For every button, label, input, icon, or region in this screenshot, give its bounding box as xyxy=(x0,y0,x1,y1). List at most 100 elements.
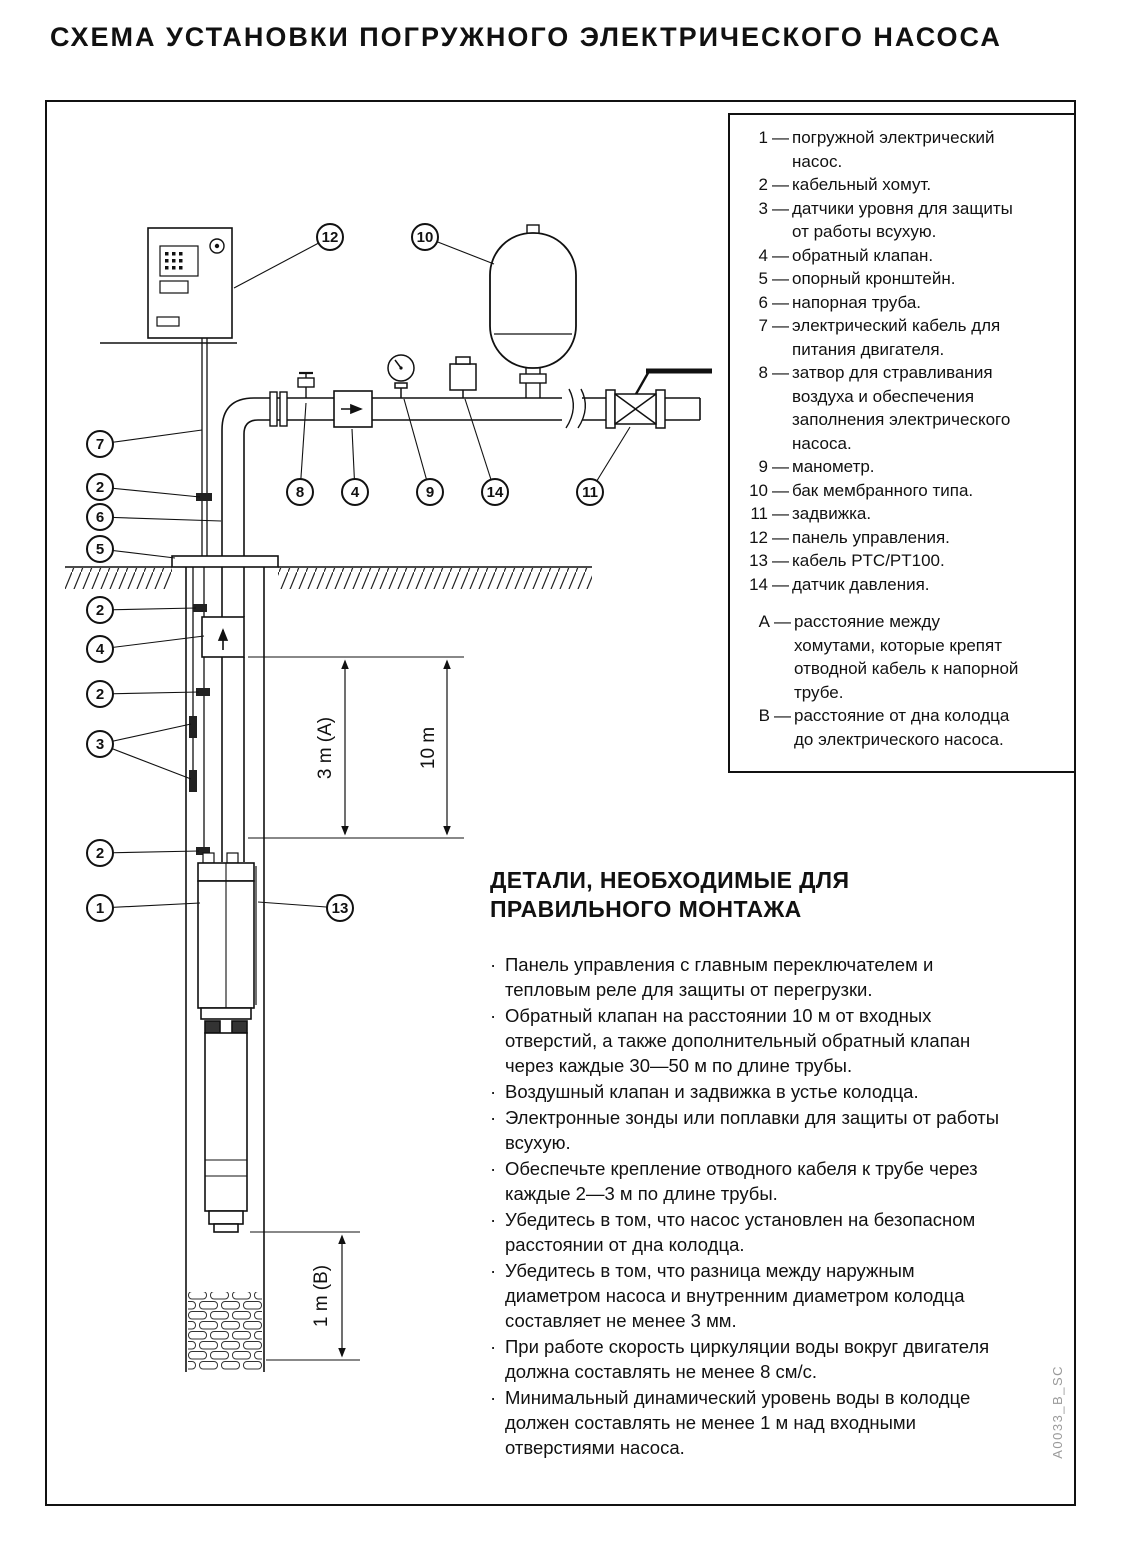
details-heading: ДЕТАЛИ, НЕОБХОДИМЫЕ ДЛЯ ПРАВИЛЬНОГО МОНТ… xyxy=(490,867,850,922)
bullet-marker: · xyxy=(490,1336,497,1357)
legend-item: 13 — кабель PTC/PT100. xyxy=(742,549,1066,573)
legend-note-letter: В xyxy=(758,706,770,725)
legend-item: 14 — датчик давления. xyxy=(742,573,1066,597)
legend-note-dash: — xyxy=(774,706,791,725)
detail-text: Обратный клапан на расстоянии 10 м от вх… xyxy=(505,1005,971,1076)
gravel-bed xyxy=(188,1292,262,1370)
legend-list: 1 — погружной электрический насос. 2 — к… xyxy=(742,126,1066,596)
legend-item-text: опорный кронштейн. xyxy=(792,269,956,288)
legend-item-number: 6 xyxy=(758,292,768,312)
bullet-marker: · xyxy=(490,1158,497,1179)
legend-item-text: кабельный хомут. xyxy=(792,175,932,194)
legend-item-number: 4 xyxy=(758,245,768,265)
legend-item-dash: — xyxy=(772,198,789,218)
legend-item-number: 2 xyxy=(758,175,768,194)
legend-item-number: 13 xyxy=(749,551,768,570)
detail-text: Электронные зонды или поплавки для защит… xyxy=(505,1107,999,1153)
legend-item-text: обратный клапан. xyxy=(792,245,934,265)
membrane-tank xyxy=(489,224,577,398)
detail-item: · Обратный клапан на расстоянии 10 м от … xyxy=(490,1003,1070,1078)
legend-item-number: 7 xyxy=(758,316,768,335)
legend-item-text: напорная труба. xyxy=(792,292,921,312)
legend-item: 2 — кабельный хомут. xyxy=(742,173,1066,197)
details-list: · Панель управления с главным переключат… xyxy=(490,952,1070,1460)
legend-note-letter: А xyxy=(758,612,770,631)
legend-item: 7 — электрический кабель для питания дви… xyxy=(742,314,1066,361)
legend-item-text: датчики уровня для защиты от работы всух… xyxy=(792,198,1013,242)
legend-note-text: расстояние от дна колодца до электрическ… xyxy=(794,706,1010,749)
check-valve-top xyxy=(333,390,373,428)
legend-item: 1 — погружной электрический насос. xyxy=(742,126,1066,173)
detail-item: · При работе скорость циркуляции воды во… xyxy=(490,1334,1070,1384)
detail-text: Минимальный динамический уровень воды в … xyxy=(505,1387,971,1458)
legend-item-number: 3 xyxy=(758,198,768,218)
legend-item-dash: — xyxy=(772,504,789,523)
detail-item: · Панель управления с главным переключат… xyxy=(490,952,1070,1002)
legend-item-dash: — xyxy=(772,457,789,476)
gate-valve xyxy=(605,368,712,429)
legend-item: 3 — датчики уровня для защиты от работы … xyxy=(742,197,1066,244)
detail-item: · Воздушный клапан и задвижка в устье ко… xyxy=(490,1079,1070,1104)
pipe-flange xyxy=(269,391,288,427)
check-valve-well xyxy=(201,616,245,658)
legend-item: 9 — манометр. xyxy=(742,455,1066,479)
legend-note: А — расстояние между хомутами, которые к… xyxy=(750,610,1066,704)
bullet-marker: · xyxy=(490,1081,497,1102)
air-valve xyxy=(297,371,315,398)
level-sensors xyxy=(189,716,197,792)
legend-item: 11 — задвижка. xyxy=(742,502,1066,526)
leader-lines xyxy=(99,236,631,909)
detail-item: · Убедитесь в том, что насос установлен … xyxy=(490,1207,1070,1257)
legend-item-number: 10 xyxy=(749,480,768,500)
legend-item: 4 — обратный клапан. xyxy=(742,244,1066,268)
dimension-lines xyxy=(338,659,451,1358)
legend-item-dash: — xyxy=(772,128,789,147)
legend-item-dash: — xyxy=(772,316,789,335)
legend-item-dash: — xyxy=(772,574,789,594)
detail-item: · Убедитесь в том, что разница между нар… xyxy=(490,1258,1070,1333)
legend-item-text: датчик давления. xyxy=(792,574,930,594)
legend-box: 1 — погружной электрический насос. 2 — к… xyxy=(728,113,1076,773)
detail-item: · Минимальный динамический уровень воды … xyxy=(490,1385,1070,1460)
extension-lines xyxy=(248,656,464,1361)
legend-note-text: расстояние между хомутами, которые крепя… xyxy=(794,612,1019,702)
legend-item-text: бак мембранного типа. xyxy=(792,480,974,500)
legend-item-text: панель управления. xyxy=(792,527,950,547)
detail-text: Убедитесь в том, что разница между наруж… xyxy=(505,1260,965,1331)
legend-item-number: 8 xyxy=(758,363,768,382)
legend-item-text: задвижка. xyxy=(792,504,872,523)
legend-item: 6 — напорная труба. xyxy=(742,291,1066,315)
submersible-pump xyxy=(197,852,257,1233)
dim-label-10m: 10 m xyxy=(418,727,439,769)
legend-item-number: 12 xyxy=(749,527,768,547)
legend-item-dash: — xyxy=(772,363,789,382)
legend-item-number: 5 xyxy=(758,269,768,288)
legend-item: 8 — затвор для стравливания воздуха и об… xyxy=(742,361,1066,455)
cable-clamps xyxy=(193,493,212,855)
bullet-marker: · xyxy=(490,954,497,975)
details-section: ДЕТАЛИ, НЕОБХОДИМЫЕ ДЛЯ ПРАВИЛЬНОГО МОНТ… xyxy=(490,866,1070,1461)
legend-item-dash: — xyxy=(772,175,789,194)
legend-item-text: затвор для стравливания воздуха и обеспе… xyxy=(792,363,1011,453)
detail-text: Обеспечьте крепление отводного кабеля к … xyxy=(505,1158,978,1204)
detail-item: · Обеспечьте крепление отводного кабеля … xyxy=(490,1156,1070,1206)
drawing-code-watermark: A0033_B_SC xyxy=(1050,1365,1065,1459)
legend-item-dash: — xyxy=(772,551,789,570)
page-title: СХЕМА УСТАНОВКИ ПОГРУЖНОГО ЭЛЕКТРИЧЕСКОГ… xyxy=(50,22,1002,52)
content-frame xyxy=(45,100,1076,1506)
detail-item: · Электронные зонды или поплавки для защ… xyxy=(490,1105,1070,1155)
legend-notes: А — расстояние между хомутами, которые к… xyxy=(750,610,1066,751)
legend-item-text: кабель PTC/PT100. xyxy=(792,551,945,570)
legend-item: 10 — бак мембранного типа. xyxy=(742,479,1066,503)
pressure-sensor xyxy=(449,356,477,398)
bullet-marker: · xyxy=(490,1005,497,1026)
legend-item-number: 11 xyxy=(750,504,768,523)
well-casing xyxy=(185,567,265,1372)
legend-note-dash: — xyxy=(774,612,791,631)
legend-item-dash: — xyxy=(772,292,789,312)
legend-item-dash: — xyxy=(772,480,789,500)
bullet-marker: · xyxy=(490,1387,497,1408)
dim-label-b: 1 m (B) xyxy=(311,1265,332,1327)
legend-item-text: манометр. xyxy=(792,457,875,476)
